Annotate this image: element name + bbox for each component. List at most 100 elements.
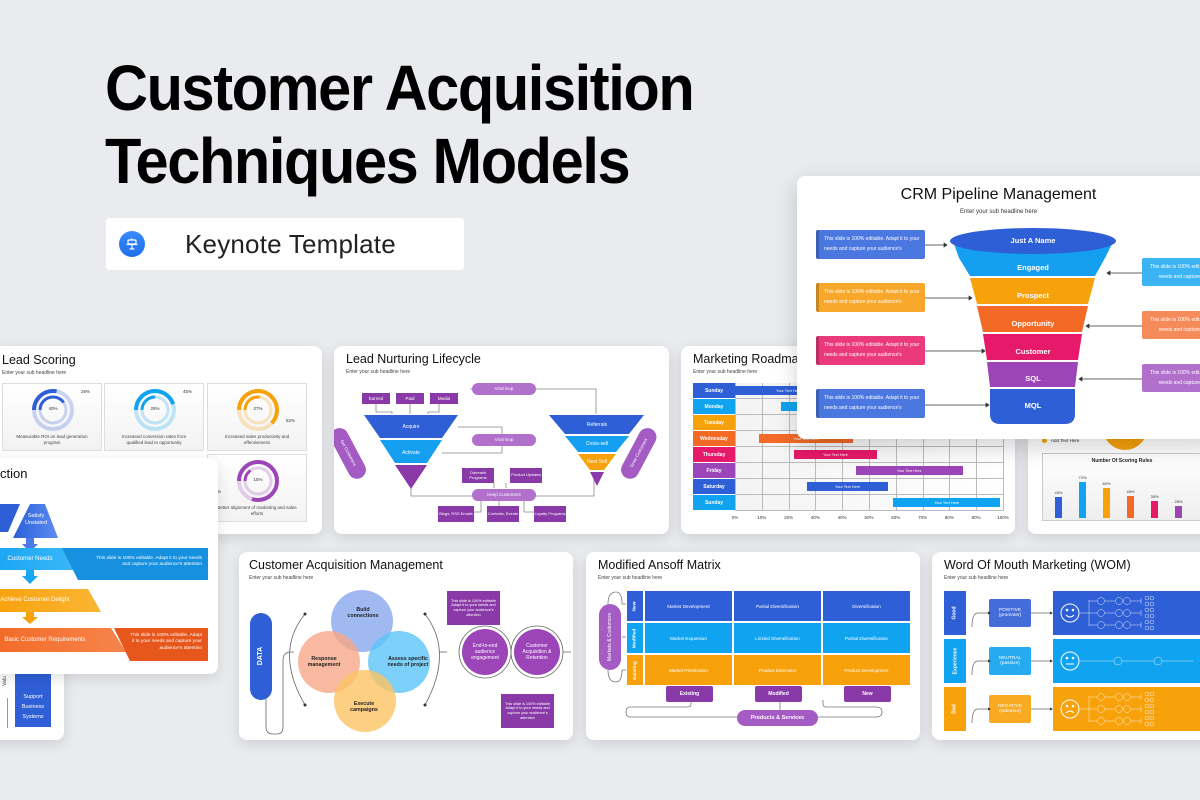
axis-tick-label: 100% [997, 515, 1009, 520]
crm-note-left: This slide is 100% editable. Adapt it to… [816, 389, 925, 418]
roadmap-bar[interactable]: Your Text Here [793, 450, 878, 459]
bar-value-label: 25% [1174, 498, 1183, 504]
bar-value-label: 35% [1150, 493, 1159, 499]
axis-tick-label: 80% [944, 515, 954, 520]
slide-customer-acquisition-management[interactable]: Customer Acquisition Management Enter yo… [239, 552, 573, 740]
grid-line [735, 494, 1003, 495]
source-earned: Earned [362, 393, 390, 404]
ansoff-cell: Product Development [823, 655, 910, 685]
slide-lead-nurturing[interactable]: Lead Nurturing Lifecycle Enter your sub … [334, 346, 669, 534]
funnel-stage-opportunity: Opportunity [1011, 319, 1055, 328]
connector-arrow-icon [971, 659, 1053, 676]
wom-side-label: Good [944, 591, 966, 635]
outer-value: 62% [286, 418, 296, 423]
slide-subtitle: Enter your sub headline here [944, 575, 1009, 581]
side-label-text: Bad [951, 704, 958, 714]
roadmap-bar[interactable]: Your Text Here [855, 466, 963, 475]
crm-note-right: This slide is 100% editable. Adapt it to… [1142, 311, 1200, 339]
slide-title: Customer Acquisition Management [249, 558, 443, 572]
roadmap-day-label: Friday [693, 463, 735, 478]
bar [1079, 482, 1086, 518]
funnel-stage-customer: Customer [1015, 347, 1051, 356]
axis-tick-label: 0% [731, 515, 739, 520]
box-contests: Contests, Events [487, 506, 519, 522]
axis-tick-label: 60% [891, 515, 901, 520]
divider [7, 698, 8, 728]
funnel-referrals: Referrals [586, 422, 608, 428]
wom-spread-panel [1053, 591, 1200, 635]
bar [1103, 488, 1110, 518]
grid-line [976, 383, 978, 511]
slide-customer-satisfaction[interactable]: ction Satisfy Unstated Customer Needs Ac… [0, 458, 218, 674]
box-loyalty: Loyalty Programs [534, 506, 566, 522]
roadmap-day-label: Sunday [693, 495, 735, 510]
roadmap-day-label: Sunday [693, 383, 735, 398]
note-top: This slide is 100% editable Adapt it to … [447, 591, 500, 625]
grid-line [842, 383, 844, 511]
ansoff-cell: Market Penetration [645, 655, 732, 685]
wom-type-box: NEUTRAL (passive) [989, 647, 1031, 675]
venn-graphic [250, 590, 571, 735]
score-cell: 40%28%Measurable ROI on lead generation … [2, 383, 102, 451]
bar [1055, 496, 1062, 518]
grid-line [788, 383, 790, 511]
donut-ring-icon [237, 389, 279, 431]
ansoff-row-label: Modified [627, 623, 643, 653]
circle-response-management: Response management [307, 655, 341, 668]
source-paid: Paid [396, 393, 424, 404]
slide-subtitle: Enter your sub headline here [598, 575, 663, 581]
donut-ring-icon [237, 460, 279, 502]
crm-note-left: This slide is 100% editable. Adapt it to… [816, 336, 925, 365]
hero-title-line-1: Customer Acquisition [105, 52, 695, 124]
ansoff-col-label: Existing [666, 686, 713, 702]
products-services-pill: Products & Services [737, 710, 818, 726]
roadmap-day-label: Saturday [693, 479, 735, 494]
pyramid-graphic [0, 504, 208, 661]
slide-ansoff-matrix[interactable]: Modified Ansoff Matrix Enter your sub he… [586, 552, 920, 740]
ansoff-col-label: Modified [755, 686, 802, 702]
ansoff-cell: Market Expansion [645, 623, 732, 653]
circle-build-connections: Build connections [347, 606, 379, 619]
score-label: Increased sales productivity and effecti… [224, 434, 290, 445]
data-pill-label: DATA [256, 646, 264, 666]
markets-customers-pill [599, 604, 621, 670]
slide-subtitle: Enter your sub headline here [346, 369, 411, 375]
roadmap-bar[interactable]: Your Text Here [893, 498, 1001, 507]
roadmap-bar[interactable]: Your Text Here [807, 482, 888, 491]
level-satisfy-unstated: Satisfy Unstated [24, 513, 47, 526]
slide-marketing-roadmap[interactable]: Marketing Roadma Enter your sub headline… [681, 346, 1015, 534]
bar-value-label: 45% [1126, 488, 1135, 494]
neutral-face-icon [1060, 651, 1193, 671]
score-cell: 15%80%Better alignment of marketing and … [207, 454, 307, 522]
slide-word-of-mouth[interactable]: Word Of Mouth Marketing (WOM) Enter your… [932, 552, 1200, 740]
side-label-text: Experience [952, 647, 958, 675]
funnel-stage-engaged: Engaged [1017, 263, 1049, 272]
ansoff-row-label: New [627, 591, 643, 621]
grid-line [1003, 383, 1004, 511]
roadmap-day-label: Monday [693, 399, 735, 414]
roadmap-day-label: Thursday [693, 447, 735, 462]
roadmap-day-label: Wednesday [693, 431, 735, 446]
wom-spread-panel [1053, 687, 1200, 731]
outcome-engagement: End-to-end audience engagement [471, 643, 499, 661]
axis-tick-label: 40% [837, 515, 847, 520]
slide-title: Lead Nurturing Lifecycle [346, 352, 481, 366]
donut-ring-icon [134, 389, 176, 431]
slide-crm-pipeline[interactable]: CRM Pipeline Management Enter your sub h… [797, 176, 1200, 439]
roadmap-bar[interactable]: Your Text Here [735, 386, 843, 395]
box-line: Support [23, 694, 43, 700]
crm-note-right: This slide is 100% editable. Adapt it to… [1142, 364, 1200, 392]
axis-tick-label: 10% [757, 515, 767, 520]
grid-line [815, 383, 817, 511]
ansoff-cell: Diversification [823, 591, 910, 621]
bar-chart-title: Number Of Scoring Rules [1091, 458, 1153, 464]
support-box: Support Business Systems [15, 670, 51, 727]
badge-label: Keynote Template [185, 228, 396, 259]
bar-value-label: 72% [1078, 475, 1087, 480]
box-product-updates: Product Updates [510, 468, 542, 483]
roadmap-day-label: Tuesday [693, 415, 735, 430]
note-2: This slide is 100% editable. Adapt it to… [130, 633, 202, 651]
funnel-stage-just-a-name: Just A Name [1010, 236, 1056, 245]
bar-value-label: 43% [1054, 489, 1063, 495]
grid-line [735, 510, 1003, 511]
